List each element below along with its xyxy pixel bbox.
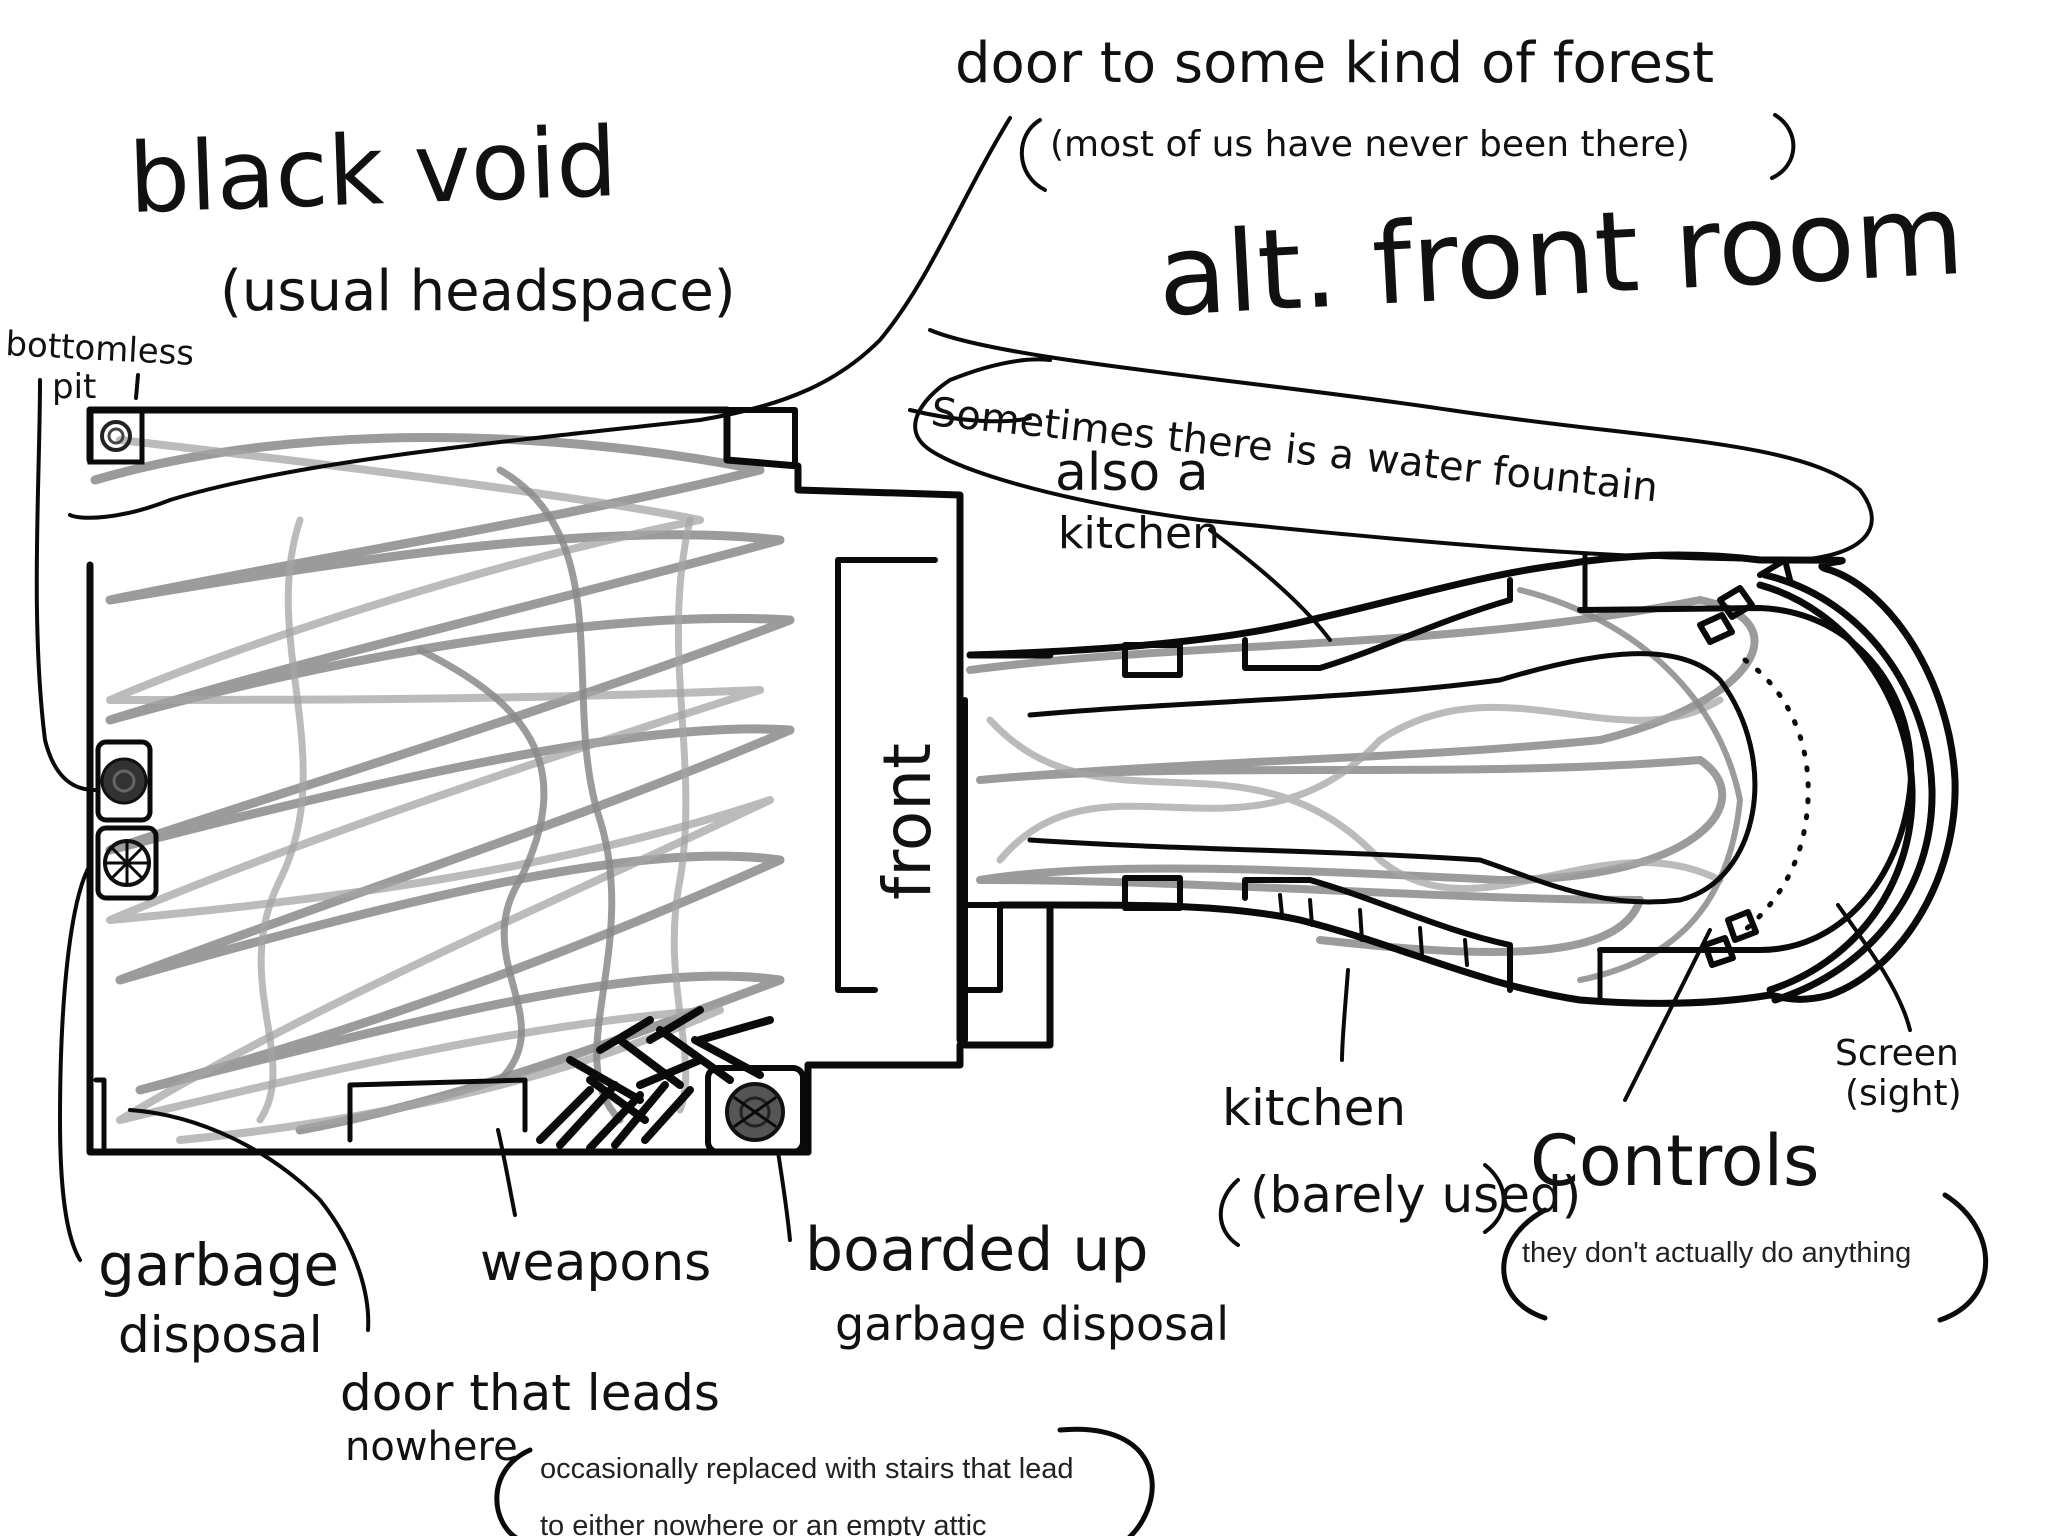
garbage-disposal-icon xyxy=(95,825,159,901)
black-void-subtitle: (usual headspace) xyxy=(220,259,736,324)
bottomless-pit-label-2: pit xyxy=(52,367,96,407)
front-window xyxy=(835,557,938,993)
bottomless-pit-wall-icon xyxy=(95,739,153,823)
door-nowhere xyxy=(93,1077,107,1151)
door-forest-note: (most of us have never been there) xyxy=(1050,124,1690,165)
door-forest-label: door to some kind of forest xyxy=(955,31,1714,96)
kitchen-barely-label-2: (barely used) xyxy=(1250,1166,1581,1224)
garbage-disposal-label-2: disposal xyxy=(118,1306,323,1364)
boarded-label-2: garbage disposal xyxy=(835,1297,1229,1351)
screen-label-2: (sight) xyxy=(1845,1073,1962,1114)
garbage-disposal-label-1: garbage xyxy=(98,1231,339,1299)
weapons-label: weapons xyxy=(480,1233,711,1293)
bottomless-pit-label-1: bottomless xyxy=(5,324,196,374)
screen xyxy=(1697,557,1936,1004)
also-kitchen-label-2: kitchen xyxy=(1058,508,1220,559)
door-nowhere-label-1: door that leads xyxy=(340,1364,720,1422)
leader-lines xyxy=(34,116,1912,1332)
also-kitchen-label-1: also a xyxy=(1055,443,1209,503)
controls-note: they don't actually do anything xyxy=(1522,1237,1911,1269)
door-nowhere-label-2: nowhere xyxy=(345,1424,518,1470)
controls-label: Controls xyxy=(1530,1120,1820,1202)
weapons-rack xyxy=(347,1077,528,1143)
bottomless-pit-icon xyxy=(87,407,145,465)
sometimes-fountain-label: Sometimes there is a water fountain xyxy=(929,389,1660,511)
boarded-disposal-icon xyxy=(705,1065,806,1155)
screen-label-1: Screen xyxy=(1835,1033,1959,1074)
boards xyxy=(536,1006,774,1152)
stairs-note-1: occasionally replaced with stairs that l… xyxy=(540,1453,1074,1485)
front-label: front xyxy=(869,743,946,900)
alt-front-room xyxy=(966,551,1959,1007)
black-void-title: black void xyxy=(127,106,619,235)
boarded-label-1: boarded up xyxy=(805,1215,1148,1285)
note-brackets xyxy=(494,113,1989,1536)
main-room-shading xyxy=(90,433,795,1144)
kitchen-barely-label-1: kitchen xyxy=(1222,1079,1406,1137)
stairs-note-2: to either nowhere or an empty attic xyxy=(540,1510,987,1536)
alt-front-room-title: alt. front room xyxy=(1155,170,1967,342)
